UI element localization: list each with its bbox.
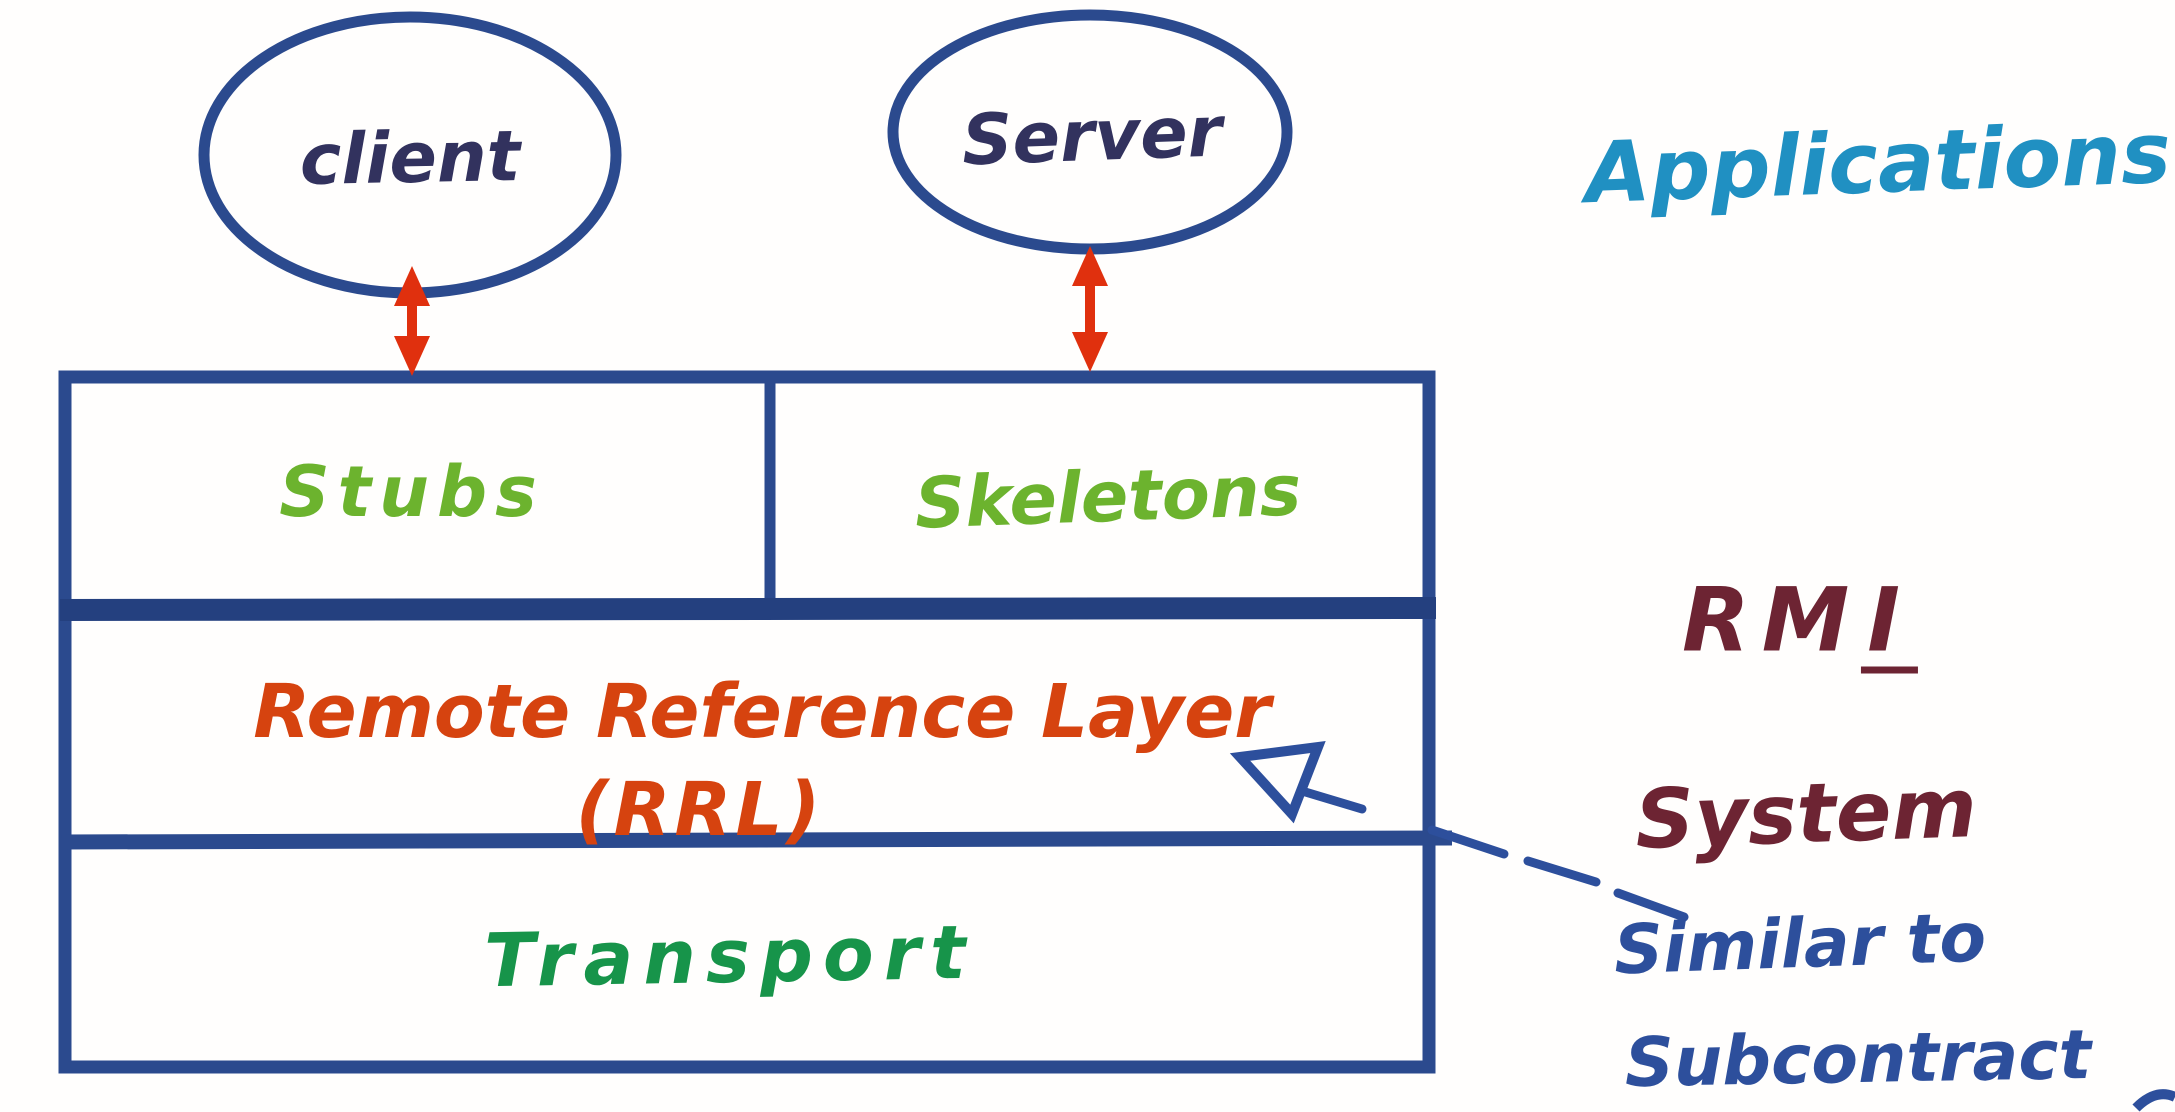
client-label: client xyxy=(299,115,521,201)
stray-stroke xyxy=(2132,1089,2175,1112)
rmi-label-prefix: RM xyxy=(1681,568,1862,672)
note-to-rrl-arrow xyxy=(1229,740,1689,922)
rrl-label-line2: (RRL) xyxy=(575,767,825,853)
stubs-label: Stubs xyxy=(279,451,545,533)
rmi-label: RMI xyxy=(1682,576,1919,674)
note-label-line1: Similar to xyxy=(1612,898,1988,991)
rmi-box-outline xyxy=(58,370,1436,1074)
skeletons-label: Skeletons xyxy=(913,449,1303,545)
open-arrowhead-icon xyxy=(1229,740,1326,824)
rrl-label-line1: Remote Reference Layer xyxy=(253,669,1271,755)
server-skeletons-arrow xyxy=(1072,246,1108,372)
row-divider-rrl-transport xyxy=(61,830,1453,850)
rmi-system-label: System xyxy=(1633,761,1979,868)
client-stubs-arrow xyxy=(394,266,430,376)
row-divider-stubs-rrl xyxy=(59,597,1437,621)
note-label-line2: Subcontract xyxy=(1624,1015,2092,1104)
server-label: Server xyxy=(960,90,1224,182)
transport-label: Transport xyxy=(483,909,977,1005)
applications-label: Applications xyxy=(1583,103,2173,223)
rmi-label-underlined-i: I xyxy=(1861,576,1919,674)
